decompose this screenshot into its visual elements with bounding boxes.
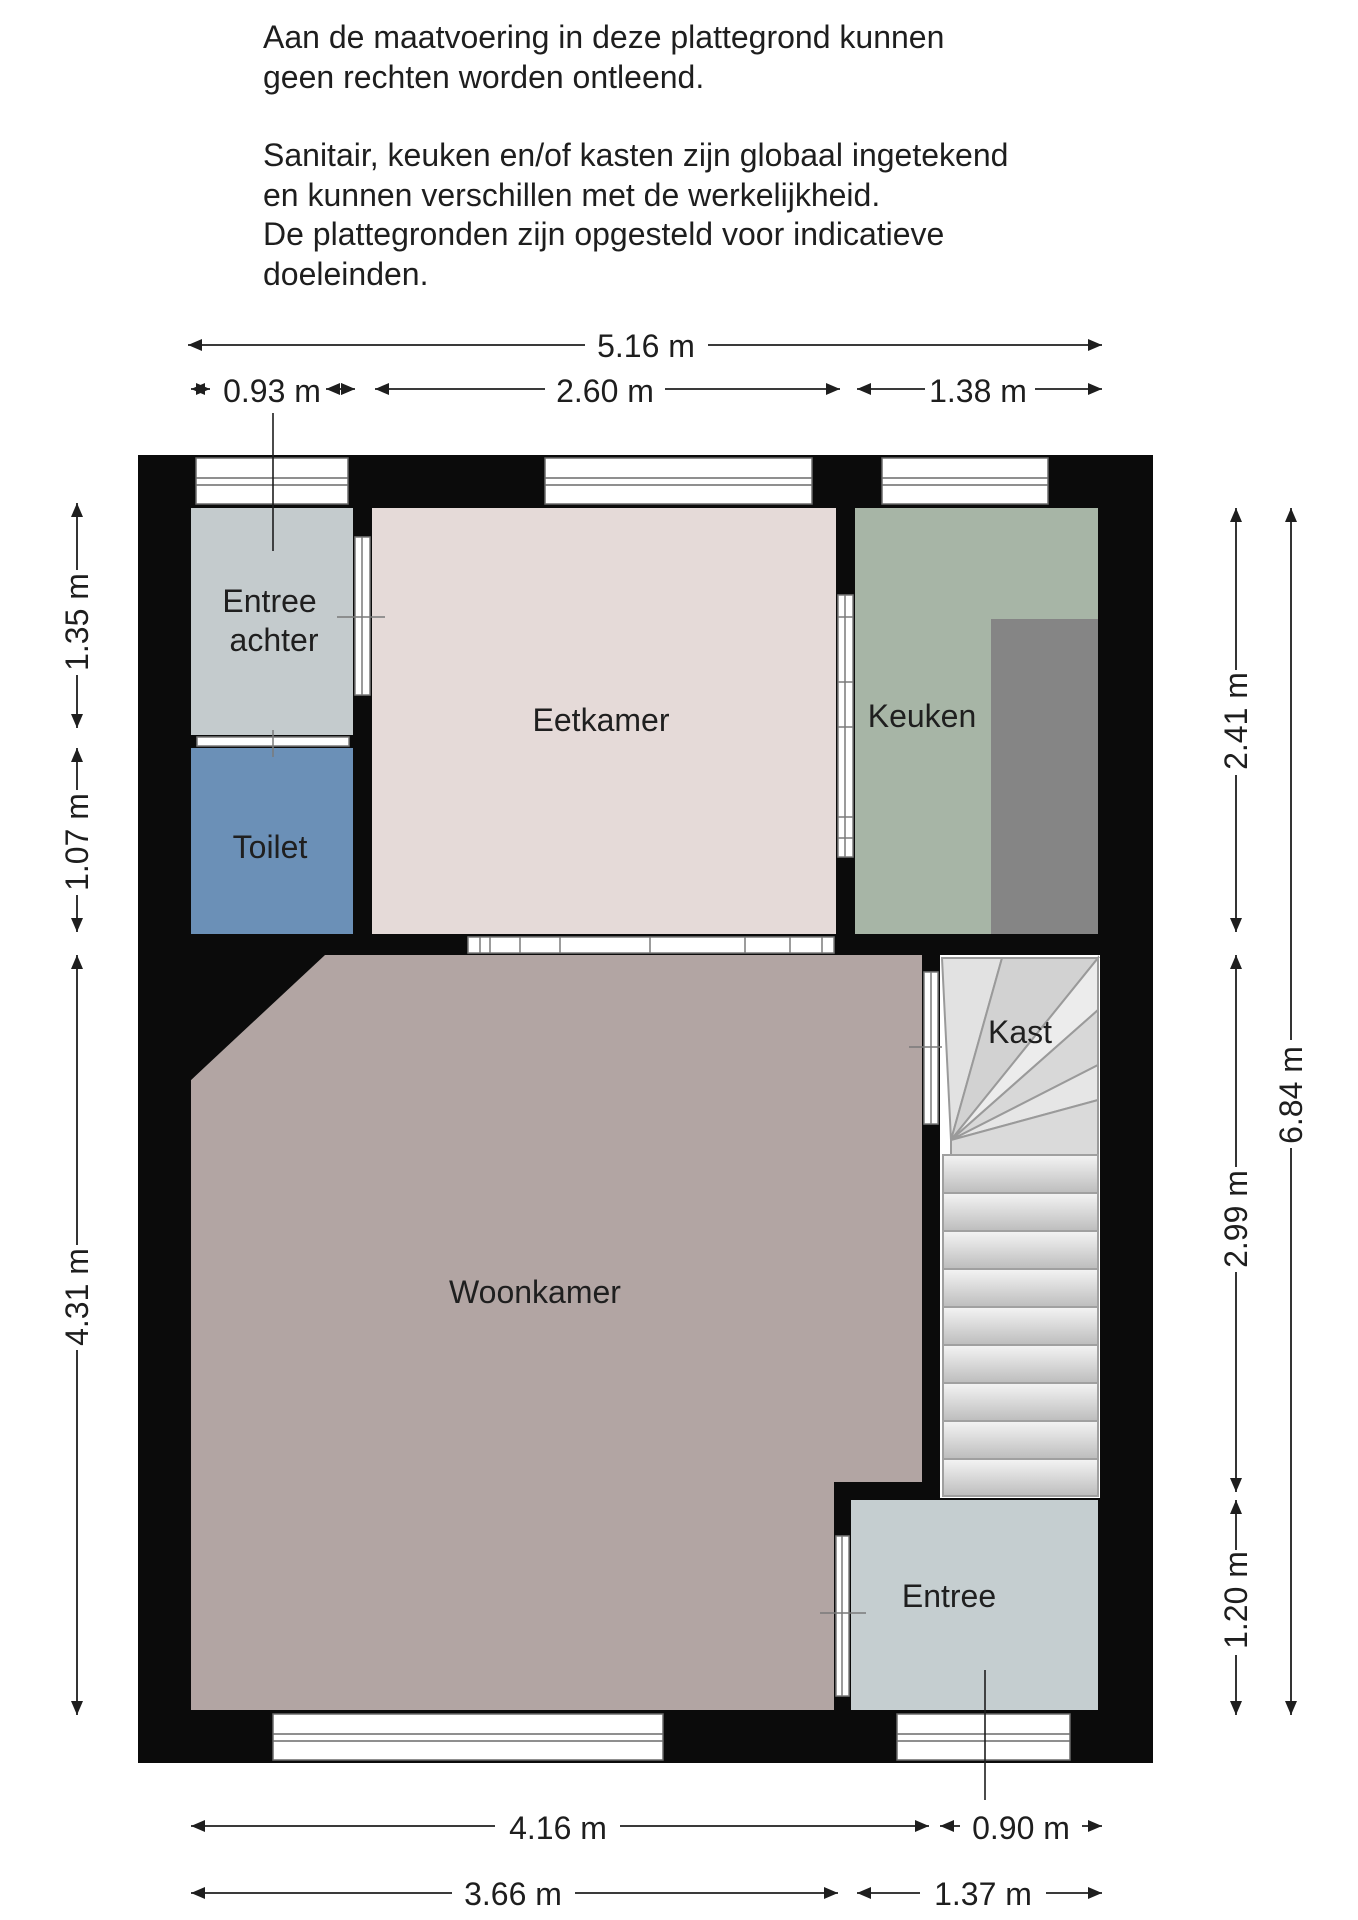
- dimension-left-bottom: 4.31 m: [59, 1248, 95, 1346]
- window-glazing: [196, 477, 1070, 1742]
- leader-lines: [272, 413, 986, 1800]
- room-label-keuken: Keuken: [868, 698, 977, 734]
- dimension-bottom-left: 4.16 m: [509, 1810, 607, 1846]
- dimension-top-total: 5.16 m: [597, 328, 695, 364]
- room-label-woonkamer: Woonkamer: [449, 1274, 621, 1310]
- room-label-toilet: Toilet: [233, 829, 308, 865]
- room-eetkamer: [372, 508, 836, 934]
- keuken-counter: [991, 619, 1098, 934]
- room-label-line: achter: [230, 622, 319, 658]
- room-label-eetkamer: Eetkamer: [533, 702, 670, 738]
- dimension-left-middle: 1.07 m: [59, 793, 95, 891]
- room-label-entree-achter: Entree achter: [222, 583, 325, 658]
- disclaimer-line: en kunnen verschillen met de werkelijkhe…: [263, 176, 881, 213]
- dimension-top-right: 1.38 m: [929, 373, 1027, 409]
- dimension-right-total: 6.84 m: [1273, 1046, 1309, 1144]
- dimension-top-middle: 2.60 m: [556, 373, 654, 409]
- room-entree: [851, 1500, 1098, 1710]
- disclaimer-line: De plattegronden zijn opgesteld voor ind…: [263, 216, 945, 252]
- dimension-left-top: 1.35 m: [59, 573, 95, 671]
- room-woonkamer: [191, 952, 922, 1710]
- dimension-right-middle: 2.99 m: [1218, 1170, 1254, 1268]
- windows: [195, 457, 1071, 1761]
- dimension-lines: [71, 339, 1297, 1899]
- disclaimer-line: geen rechten worden ontleend.: [263, 58, 705, 95]
- room-toilet: [191, 748, 353, 934]
- disclaimer-paragraph-1: Aan de maatvoering in deze plattegrond k…: [263, 18, 1263, 97]
- disclaimer-line: doeleinden.: [263, 255, 429, 292]
- disclaimer-text: Aan de maatvoering in deze plattegrond k…: [263, 18, 1263, 294]
- dimension-right-top: 2.41 m: [1218, 672, 1254, 770]
- disclaimer-line: Aan de maatvoering in deze plattegrond k…: [263, 19, 945, 55]
- dimension-bottom-right: 0.90 m: [972, 1810, 1070, 1846]
- dimension-top-left: 0.93 m: [223, 373, 321, 409]
- stair-steps: [942, 1154, 1099, 1497]
- room-entree-achter: [191, 508, 353, 735]
- disclaimer-line: Sanitair, keuken en/of kasten zijn globa…: [263, 137, 1009, 173]
- stair-winders: [940, 955, 1101, 1156]
- dimension-bottom2-left: 3.66 m: [464, 1876, 562, 1912]
- dimension-bottom2-right: 1.37 m: [934, 1876, 1032, 1912]
- room-label-kast: Kast: [988, 1014, 1052, 1050]
- door-lines: [272, 537, 942, 1696]
- room-label-line: Entree: [222, 583, 316, 619]
- dimension-arrowhead: [341, 383, 355, 395]
- dimension-right-bottom: 1.20 m: [1218, 1551, 1254, 1649]
- room-label-entree: Entree: [902, 1578, 996, 1614]
- disclaimer-paragraph-2: Sanitair, keuken en/of kasten zijn globa…: [263, 136, 1263, 294]
